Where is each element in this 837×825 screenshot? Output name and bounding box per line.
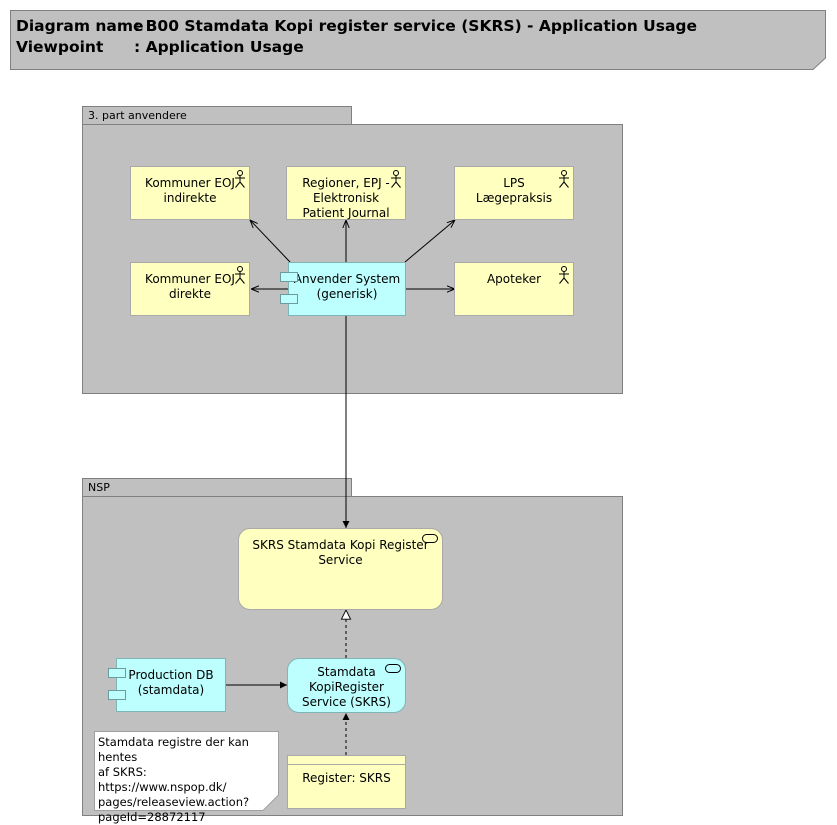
diagram-name-row: Diagram name: B00 Stamdata Kopi register… — [16, 17, 697, 35]
service-icon — [385, 664, 401, 673]
actor-label-line: Kommuner EOJ — [145, 272, 235, 286]
actor-label-line: Lægepraksis — [475, 191, 553, 205]
service-label-line: Service (SKRS) — [302, 695, 391, 709]
component-label-line: (stamdata) — [137, 683, 205, 697]
actor-label-line: Patient Journal — [302, 206, 390, 220]
actor-label-line: Apoteker — [486, 272, 542, 286]
actor-icon — [559, 266, 569, 284]
group-nsp-label: NSP — [88, 481, 110, 494]
actor-label-line: LPS — [503, 176, 525, 190]
component-label-line: Anvender System — [293, 272, 401, 286]
viewpoint-label: Viewpoint — [16, 38, 104, 56]
note-line: Stamdata registre der kan hentes — [98, 735, 249, 764]
actor-apoteker[interactable]: Apoteker — [454, 262, 574, 316]
edge-anvender-kommuner-indirekte — [250, 220, 291, 263]
actor-icon — [235, 170, 245, 188]
note-skrs-registers[interactable]: Stamdata registre der kan hentes af SKRS… — [98, 735, 278, 825]
service-stamdata-kopiregister[interactable]: Stamdata KopiRegister Service (SKRS) — [287, 658, 406, 713]
component-anvender-system[interactable]: Anvender System (generisk) — [280, 262, 406, 316]
actor-lps-laegepraksis[interactable]: LPS Lægepraksis — [454, 166, 574, 220]
service-skrs-stamdata-kopi-register[interactable]: SKRS Stamdata Kopi Register Service — [238, 528, 443, 610]
data-object-label: Register: SKRS — [302, 771, 391, 785]
component-icon — [108, 668, 126, 678]
note-shape — [94, 731, 279, 811]
actor-kommuner-eoj-indirekte[interactable]: Kommuner EOJ indirekte — [130, 166, 250, 220]
service-label-line: Service — [318, 553, 363, 567]
actor-kommuner-eoj-direkte[interactable]: Kommuner EOJ direkte — [130, 262, 250, 316]
actor-label-line: Regioner, EPJ - — [302, 176, 390, 190]
note-line: pages/releaseview.action? — [98, 795, 250, 809]
actor-label-line: Kommuner EOJ — [145, 176, 235, 190]
actor-icon — [235, 266, 245, 284]
group-third-party-label: 3. part anvendere — [88, 109, 187, 122]
group-nsp-tab[interactable]: NSP — [82, 478, 352, 497]
component-icon — [280, 294, 298, 304]
diagram-name-label: Diagram name — [16, 17, 144, 35]
diagram-header — [10, 10, 826, 70]
diagram-name-value: : B00 Stamdata Kopi register service (SK… — [134, 17, 698, 35]
component-icon — [108, 690, 126, 700]
service-label-line: Stamdata — [317, 665, 376, 679]
viewpoint-value: : Application Usage — [134, 38, 304, 56]
component-icon — [280, 272, 298, 282]
data-object-header — [288, 756, 405, 765]
viewpoint-row: Viewpoint : Application Usage — [16, 38, 304, 56]
actor-regioner-epj[interactable]: Regioner, EPJ - Elektronisk Patient Jour… — [286, 166, 406, 220]
service-label-line: KopiRegister — [309, 680, 384, 694]
actor-label-line: direkte — [168, 287, 212, 301]
actor-label-line: indirekte — [163, 191, 217, 205]
note-line: af SKRS: https://www.nspop.dk/ — [98, 765, 227, 794]
component-label-line: (generisk) — [316, 287, 378, 301]
data-object-register-skrs[interactable]: Register: SKRS — [287, 755, 406, 809]
note-line: pageId=28872117 — [98, 810, 206, 824]
edge-anvender-lps — [404, 220, 455, 263]
actor-icon — [391, 170, 401, 188]
actor-label-line: Elektronisk — [312, 191, 380, 205]
group-third-party-tab[interactable]: 3. part anvendere — [82, 106, 352, 125]
component-production-db[interactable]: Production DB (stamdata) — [108, 658, 226, 712]
service-label-line: SKRS Stamdata Kopi Register — [252, 538, 429, 552]
component-label-line: Production DB — [128, 668, 214, 682]
actor-icon — [559, 170, 569, 188]
service-icon — [422, 534, 438, 543]
